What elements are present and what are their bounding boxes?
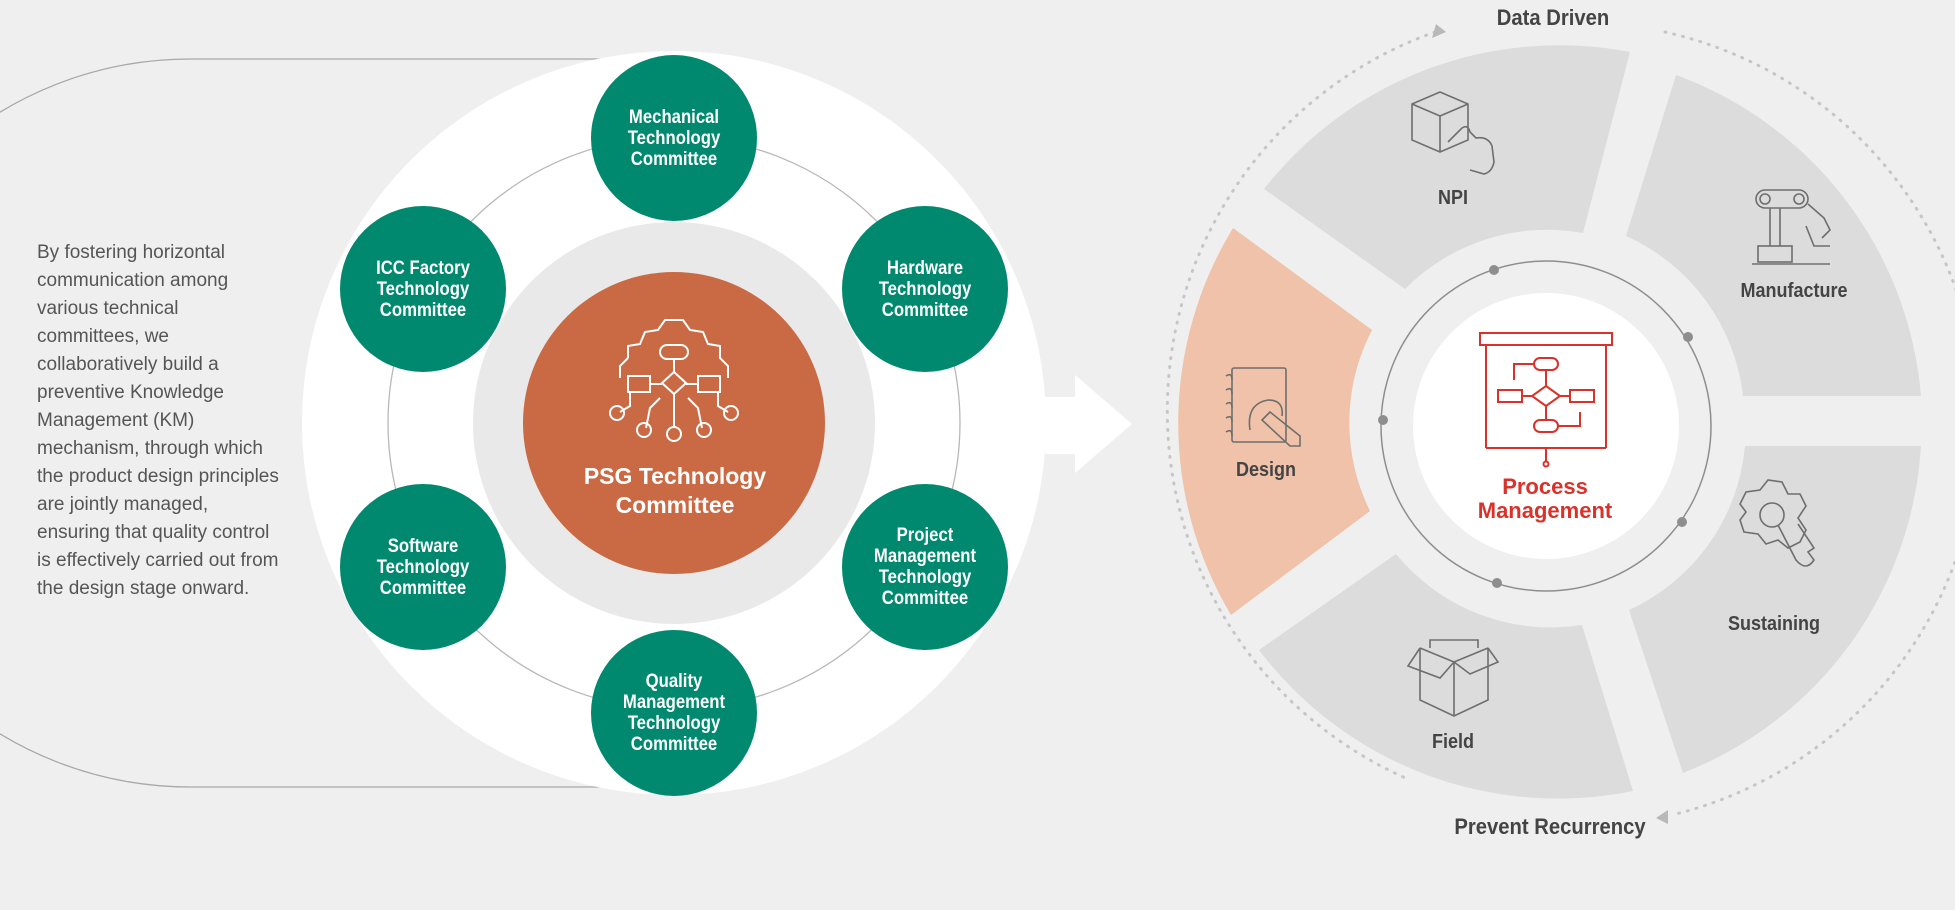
arrowhead-bottom <box>1656 810 1668 824</box>
committee-line: Committee <box>630 734 718 755</box>
text-frame-outline <box>0 58 610 788</box>
committee-line: Quality <box>645 671 703 692</box>
segment-label-field: Field <box>1431 731 1475 753</box>
right-arrow-icon <box>1045 375 1132 473</box>
process-management-title: Process Management <box>1445 475 1645 523</box>
committee-project-management: Project Management Technology Committee <box>852 484 998 650</box>
psg-center-title: PSG Technology Committee <box>540 462 810 520</box>
segment-field <box>1259 554 1633 799</box>
flowchart-gear-icon <box>609 319 739 442</box>
box-hand-icon <box>1411 91 1495 175</box>
segment-design <box>1178 228 1372 615</box>
process-center-circle <box>1413 293 1679 559</box>
committee-line: Committee <box>379 299 467 321</box>
committee-hardware: Hardware Technology Committee <box>852 206 998 372</box>
arrowhead-top <box>1432 24 1446 38</box>
committee-quality-management: Quality Management Technology Committee <box>601 630 747 796</box>
committee-circle-software <box>340 484 506 650</box>
open-box-icon <box>1406 639 1500 717</box>
committee-mechanical: Mechanical Technology Committee <box>601 55 747 221</box>
committee-line: Project <box>896 525 954 546</box>
committee-line: Committee <box>379 577 467 599</box>
segment-sustaining <box>1629 446 1921 773</box>
committee-software: Software Technology Committee <box>350 484 496 650</box>
committee-line: Management <box>622 692 726 713</box>
committee-line: Committee <box>881 588 969 609</box>
committee-line: Technology <box>376 556 470 578</box>
psg-title-line2: Committee <box>615 492 735 518</box>
committee-line: Software <box>387 535 459 557</box>
dotted-cycle-right <box>1663 30 1955 817</box>
committee-line: Committee <box>630 148 718 170</box>
flowchart-board-icon <box>1479 332 1613 468</box>
committee-line: Committee <box>881 299 969 321</box>
committee-line: Technology <box>627 713 721 734</box>
data-driven-label: Data Driven <box>1496 5 1610 30</box>
segment-label-sustaining: Sustaining <box>1727 613 1821 635</box>
robot-arm-icon <box>1752 189 1831 265</box>
inner-cycle-ring <box>1380 260 1712 592</box>
prevent-recurrency-label: Prevent Recurrency <box>1454 814 1646 839</box>
committee-circle-quality-management <box>591 630 757 796</box>
process-title-line2: Management <box>1477 498 1613 523</box>
committee-circle-project-management <box>842 484 1008 650</box>
description-text: By fostering horizontal communication am… <box>37 242 279 599</box>
committee-line: Technology <box>627 127 721 149</box>
notebook-pen-icon <box>1225 367 1301 447</box>
committee-circle-hardware <box>842 206 1008 372</box>
segment-label-design: Design <box>1235 459 1297 481</box>
committee-icc-factory: ICC Factory Technology Committee <box>350 206 496 372</box>
committee-line: Technology <box>376 278 470 300</box>
committee-line: Technology <box>878 278 972 300</box>
committee-line: Technology <box>878 567 972 588</box>
committee-line: Mechanical <box>628 106 720 128</box>
process-title-line1: Process <box>1502 474 1588 499</box>
segment-label-manufacture: Manufacture <box>1740 280 1848 302</box>
segment-label-npi: NPI <box>1437 187 1469 209</box>
segment-manufacture <box>1626 75 1921 396</box>
segment-npi <box>1264 45 1630 290</box>
committee-circle-mechanical <box>591 55 757 221</box>
committee-circle-icc-factory <box>340 206 506 372</box>
committee-line: Management <box>873 546 977 567</box>
psg-title-line1: PSG Technology <box>583 463 767 489</box>
committee-line: ICC Factory <box>376 257 470 279</box>
gear-wrench-icon <box>1739 479 1816 567</box>
committee-line: Hardware <box>886 257 964 279</box>
